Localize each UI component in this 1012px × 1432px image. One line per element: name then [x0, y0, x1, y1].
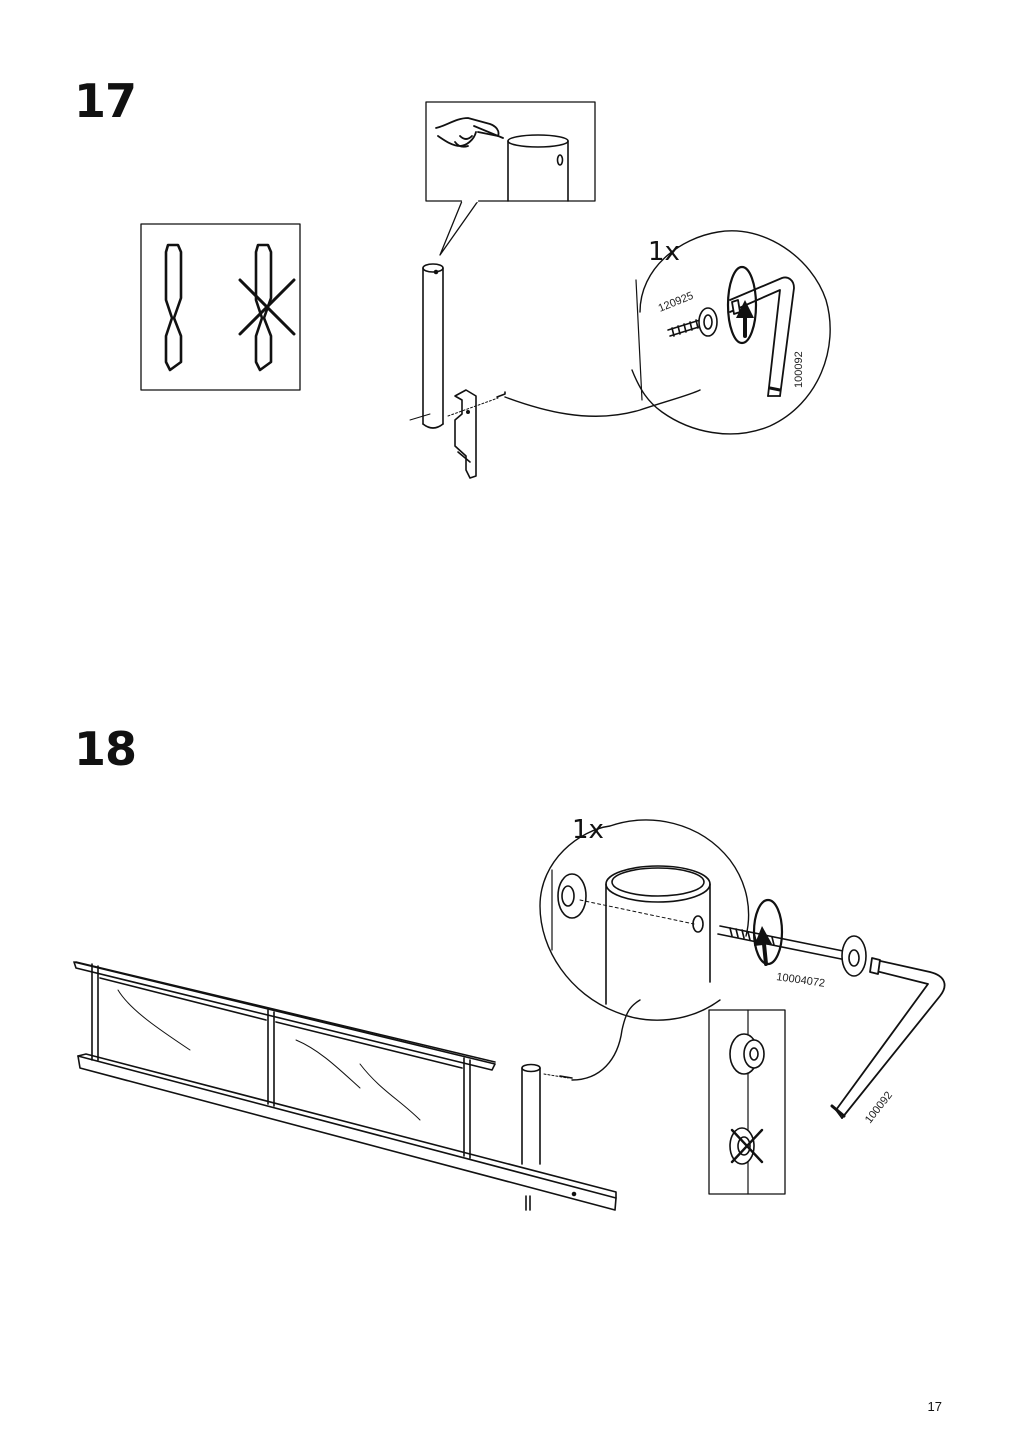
step18-quantity: 1x [572, 815, 604, 845]
step18-zoom-circle [539, 819, 750, 1021]
step17-zoom-circle [631, 230, 831, 435]
step17-part-key: 100092 [793, 351, 805, 388]
headboard-frame [73, 961, 617, 1211]
cross-icon-18 [730, 1128, 764, 1164]
post [409, 263, 444, 429]
rotate-arrow-icon-18 [752, 898, 784, 966]
small-bolt-icon [559, 1075, 573, 1079]
hole-detail-box [425, 101, 596, 256]
allen-key-icon [729, 276, 795, 397]
step17-part-bolt: 120925 [657, 290, 696, 315]
cross-icon [238, 278, 296, 336]
step-18-number: 18 [74, 722, 137, 776]
correct-bracket-icon [164, 243, 183, 372]
connector-bolt-icon [717, 925, 867, 977]
incorrect-position-icon [729, 1127, 755, 1165]
allen-key-icon-18 [830, 957, 946, 1119]
bolt-icon [667, 307, 718, 337]
step18-part-bolt: 10004072 [776, 971, 826, 990]
incorrect-bracket-icon [254, 243, 273, 372]
step18-part-key: 100092 [863, 1090, 895, 1126]
post-top-detail [507, 134, 569, 202]
rotate-arrow-icon [726, 265, 758, 345]
bushing-icon [557, 873, 587, 919]
pointing-hand-icon [435, 117, 504, 148]
bracket [454, 389, 477, 479]
small-screw-icon [496, 391, 506, 398]
orientation-check-box [140, 223, 301, 391]
bolt-position-box [708, 1009, 786, 1195]
correct-position-icon [729, 1033, 765, 1075]
step17-quantity: 1x [648, 237, 680, 267]
page-number: 17 [927, 1399, 942, 1414]
leg-post [521, 1063, 577, 1211]
post-top-zoom [605, 865, 711, 1005]
step-17-number: 17 [74, 74, 137, 128]
